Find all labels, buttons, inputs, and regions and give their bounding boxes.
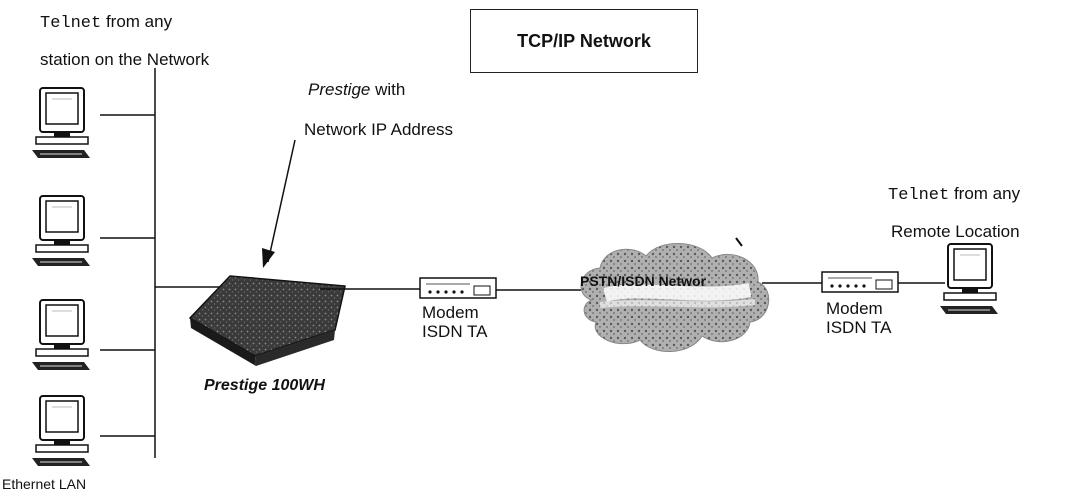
arrow-head-icon	[262, 248, 275, 268]
telnet-command: Telnet	[888, 186, 950, 205]
cloud-label: PSTN/ISDN Networ	[580, 273, 707, 289]
router-pointer	[267, 139, 296, 263]
prestige-label: Prestige with	[308, 80, 406, 99]
remote-telnet-label: Telnet from any	[888, 184, 1021, 205]
lan-telnet-label: Telnet from any	[40, 12, 173, 33]
network-ip-label: Network IP Address	[304, 120, 453, 139]
network-title: TCP/IP Network	[517, 30, 651, 51]
computer-icon	[31, 87, 91, 159]
network-title-box: TCP/IP Network	[470, 9, 698, 73]
computer-icon	[31, 395, 91, 467]
router-icon	[188, 275, 346, 366]
computer-icon	[31, 299, 91, 371]
modem-left-label-2: ISDN TA	[422, 322, 488, 341]
computer-icon	[939, 243, 999, 315]
cloud-icon	[580, 243, 770, 352]
ethernet-lan-label: Ethernet LAN	[2, 476, 87, 492]
remote-location-label: Remote Location	[891, 222, 1020, 241]
telnet-command: Telnet	[40, 14, 102, 33]
cloud-mark	[735, 237, 743, 247]
computer-icon	[31, 195, 91, 267]
modem-right-label-1: Modem	[826, 299, 883, 318]
router-name: Prestige 100WH	[204, 377, 325, 394]
modem-left-label-1: Modem	[422, 303, 479, 322]
lan-station-label: station on the Network	[40, 50, 210, 69]
modem-icon	[821, 271, 899, 293]
modem-right-label-2: ISDN TA	[826, 318, 892, 337]
modem-icon	[419, 277, 497, 299]
